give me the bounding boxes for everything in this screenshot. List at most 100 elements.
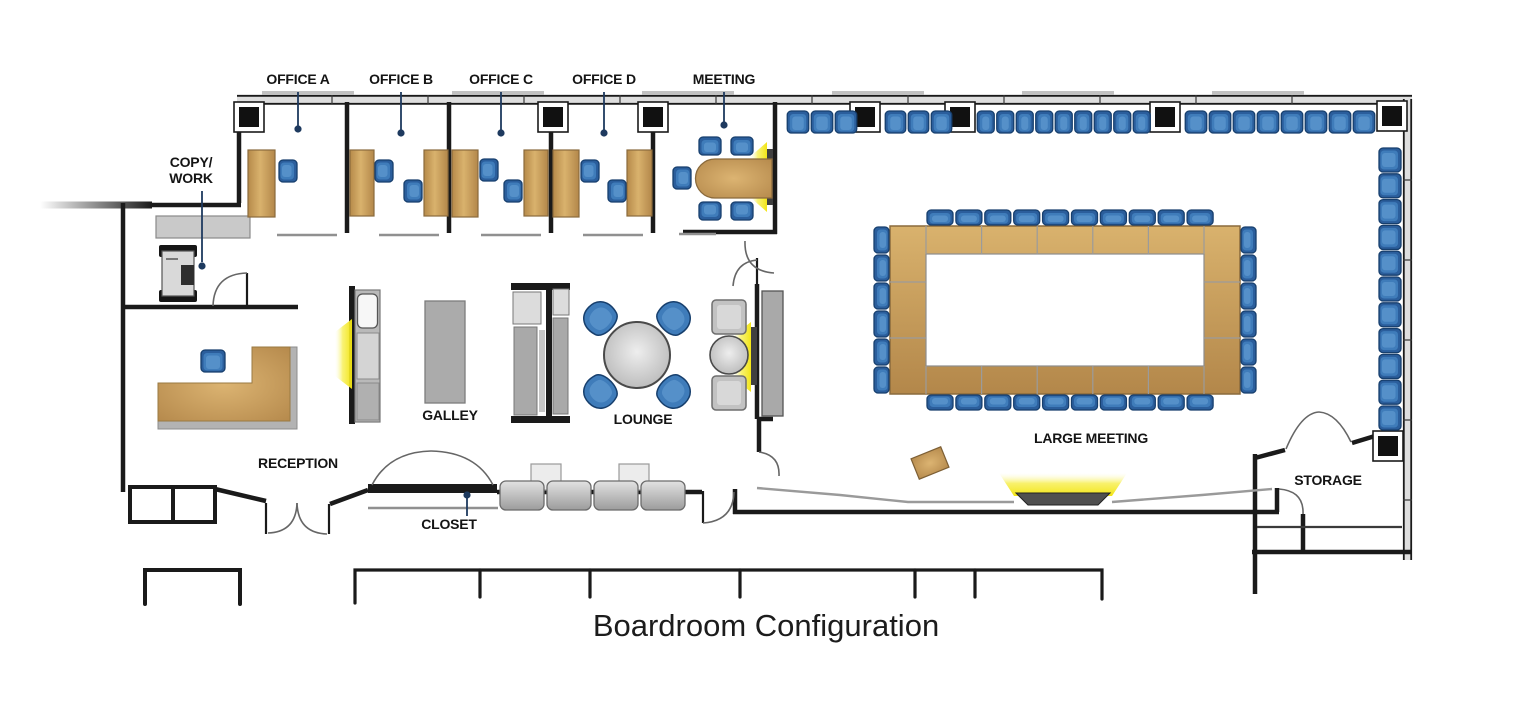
office-chair — [580, 159, 600, 183]
room-label-reception: RECEPTION — [258, 455, 338, 471]
boardroom-chair — [1099, 394, 1128, 411]
office-chair — [479, 158, 499, 182]
boardroom-chair — [1013, 209, 1041, 226]
office-chair — [503, 179, 523, 203]
lounge-stools — [711, 299, 747, 411]
wall-chair — [1378, 173, 1402, 199]
wall-chair — [1304, 110, 1328, 134]
boardroom-chair — [873, 310, 890, 338]
reception-chair — [200, 349, 226, 373]
boardroom-chair — [1013, 394, 1041, 411]
boardroom-chair — [873, 338, 890, 366]
window-walls — [40, 91, 1413, 560]
boardroom-chair — [1128, 209, 1156, 226]
projector-glow — [999, 473, 1127, 496]
structural-column — [1149, 101, 1181, 133]
room-label-large-meeting: LARGE MEETING — [1033, 430, 1149, 446]
room-label-copy-work-line2: WORK — [169, 170, 213, 187]
office-desk — [423, 149, 449, 217]
boardroom-chair — [926, 209, 954, 226]
boardroom-chair — [873, 282, 890, 310]
office-chair — [374, 159, 394, 183]
entry-pilaster — [128, 485, 175, 524]
structural-column — [637, 101, 669, 133]
reception-desk — [157, 346, 298, 430]
partition-panel — [761, 290, 784, 417]
room-label-office-d: OFFICE D — [572, 71, 636, 87]
banquette-seats — [499, 480, 686, 511]
wall-chair — [834, 110, 858, 134]
wall-chair — [1378, 198, 1402, 225]
boardroom-chair — [1240, 338, 1257, 366]
galley-counter-right — [511, 283, 570, 423]
reception-tv-glow — [335, 319, 352, 389]
room-label-copy-work: COPY/ WORK — [169, 154, 213, 186]
boardroom-chair — [984, 394, 1012, 411]
boardroom-chair — [1240, 366, 1257, 394]
office-chair — [607, 179, 627, 203]
room-label-closet: CLOSET — [421, 516, 477, 532]
structural-column — [233, 101, 265, 133]
wall-chair — [1378, 405, 1402, 431]
office-chair — [403, 179, 423, 203]
office-desk — [349, 149, 375, 217]
wall-chair — [996, 110, 1015, 134]
boardroom-chair — [1099, 209, 1128, 226]
boardroom-table-ring — [889, 225, 1241, 395]
office-desk — [626, 149, 653, 217]
lounge-chair — [656, 374, 691, 409]
wall-chair — [884, 110, 907, 134]
room-label-meeting: MEETING — [692, 71, 756, 87]
wall-chair — [1208, 110, 1232, 134]
boardroom-chair — [1157, 209, 1185, 226]
boardroom-chair — [1041, 394, 1070, 411]
banquette-tables — [530, 463, 650, 491]
lounge-chair — [656, 301, 691, 336]
threshold-lines — [277, 232, 1402, 529]
structural-column — [1376, 100, 1408, 132]
wall-chair — [1256, 110, 1280, 134]
office-desk — [247, 149, 276, 218]
wall-chair — [1015, 110, 1034, 134]
meeting-chair — [730, 136, 754, 156]
boardroom-chair — [1186, 394, 1214, 411]
wall-chair — [1035, 110, 1054, 134]
leader-lines-layer — [198, 92, 728, 516]
copier-machine — [159, 245, 197, 302]
room-label-office-b: OFFICE B — [369, 71, 433, 87]
room-label-office-c: OFFICE C — [469, 71, 533, 87]
wall-chair — [1378, 302, 1402, 328]
room-label-galley: GALLEY — [422, 407, 478, 423]
wall-chair — [810, 110, 834, 134]
office-desk — [552, 149, 580, 218]
room-label-lounge: LOUNGE — [613, 411, 673, 427]
lounge-chair — [583, 301, 618, 336]
office-chair — [278, 159, 298, 183]
wall-chair — [1378, 250, 1402, 276]
boardroom-chair — [1240, 282, 1257, 310]
wall-chair — [930, 110, 953, 134]
projection-screen — [1014, 492, 1112, 506]
lounge-side-table — [709, 335, 749, 375]
boardroom-chair — [926, 394, 954, 411]
meeting-chair — [730, 201, 754, 221]
boardroom-chair — [1240, 310, 1257, 338]
office-desk — [451, 149, 479, 218]
wall-chair — [1132, 110, 1151, 134]
plan-title: Boardroom Configuration — [592, 608, 940, 643]
boardroom-chair — [955, 209, 983, 226]
wall-chair — [1113, 110, 1132, 134]
room-label-storage: STORAGE — [1294, 472, 1362, 488]
galley-counter-left — [349, 286, 381, 424]
boardroom-chair — [1157, 394, 1185, 411]
wall-chair — [1378, 276, 1402, 302]
boardroom-chair — [1041, 209, 1070, 226]
boardroom-chair — [1070, 394, 1099, 411]
lectern — [910, 446, 950, 480]
galley-island — [424, 300, 466, 404]
room-label-office-a: OFFICE A — [266, 71, 330, 87]
wall-chair — [976, 110, 995, 134]
footprint-outline — [143, 568, 1104, 606]
doors-layer — [212, 240, 1352, 535]
